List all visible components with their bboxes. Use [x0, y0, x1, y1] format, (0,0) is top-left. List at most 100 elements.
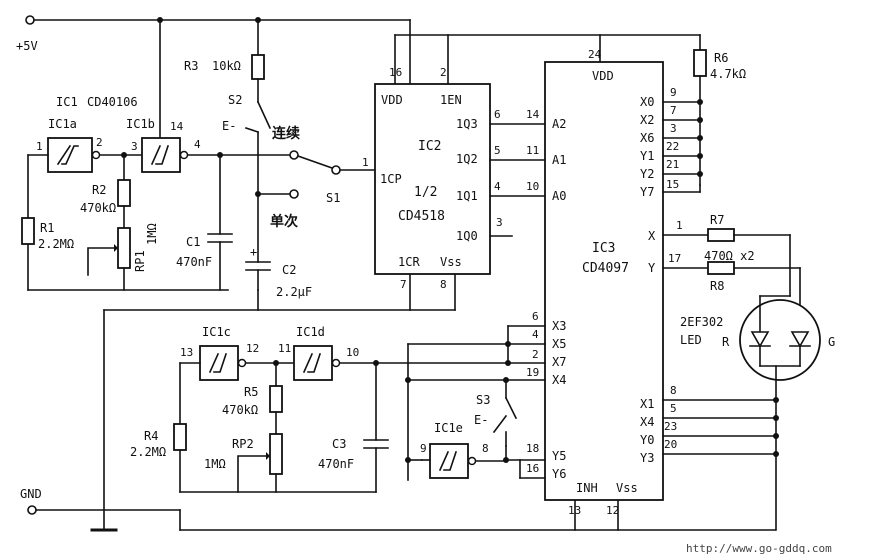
pin-ic3-8: 8 — [670, 384, 677, 397]
led-type: LED — [680, 333, 702, 347]
ic1d-gate — [293, 345, 341, 381]
pin-ic3-9: 9 — [670, 86, 677, 99]
pin-ic1c-out: 12 — [246, 342, 259, 355]
pin-ic1b-in: 3 — [131, 140, 138, 153]
r3-ref: R3 — [184, 59, 198, 73]
c2-ref: C2 — [282, 263, 296, 277]
r5-value: 470kΩ — [222, 403, 258, 417]
pin-ic3-2: 2 — [532, 348, 539, 361]
ic2-q0: 1Q0 — [456, 229, 478, 243]
ic3-x: X — [648, 229, 656, 243]
r5-resistor — [269, 362, 283, 435]
ic3-x4b: X4 — [640, 415, 654, 429]
ic2-vss: Vss — [440, 255, 462, 269]
s3-switch[interactable] — [504, 396, 518, 420]
ic1c-label: IC1c — [202, 325, 231, 339]
s1-label: S1 — [326, 191, 340, 205]
ic1a-gate — [47, 137, 101, 173]
ic3-x6: X6 — [640, 131, 654, 145]
led-g-label: G — [828, 335, 835, 349]
pin-ic1b-vdd: 14 — [170, 120, 184, 133]
pin-ic3-10: 10 — [526, 180, 539, 193]
s2-e-label: E- — [222, 119, 236, 133]
ic3-y: Y — [648, 261, 656, 275]
watermark-url: http://www.go-gddq.com — [686, 542, 832, 555]
rp1-value: 1MΩ — [145, 223, 159, 245]
ic1b-label: IC1b — [126, 117, 155, 131]
pin-ic1c-in: 13 — [180, 346, 193, 359]
pin-ic2-7: 7 — [400, 278, 407, 291]
ground-rail — [27, 274, 776, 532]
ic1-part: CD40106 — [87, 95, 138, 109]
pin-ic3-4: 4 — [532, 328, 539, 341]
led-part: 2EF302 — [680, 315, 723, 329]
ic3-left-lower-wiring — [405, 325, 546, 481]
pin-ic3-13: 13 — [568, 504, 581, 517]
pin-ic3-12: 12 — [606, 504, 619, 517]
pin-ic3-1: 1 — [676, 219, 683, 232]
ic1b-gate — [141, 137, 189, 173]
ic3-a0: A0 — [552, 189, 566, 203]
c2-capacitor — [245, 261, 271, 311]
r1-value: 2.2MΩ — [38, 237, 74, 251]
ic3-y1: Y1 — [640, 149, 654, 163]
c1-ref: C1 — [186, 235, 200, 249]
c1-capacitor — [207, 154, 233, 291]
pin-ic3-3: 3 — [670, 122, 677, 135]
ic1e-label: IC1e — [434, 421, 463, 435]
c3-capacitor — [363, 362, 389, 493]
pin-ic3-19: 19 — [526, 366, 539, 379]
rp1-potentiometer — [87, 227, 131, 291]
rp2-value: 1MΩ — [204, 457, 226, 471]
pin-ic3-5: 5 — [670, 402, 677, 415]
ic3-x1: X1 — [640, 397, 654, 411]
ic2-cp: 1CP — [380, 172, 402, 186]
ic2-ref: IC2 — [418, 139, 441, 154]
ic1d-label: IC1d — [296, 325, 325, 339]
s2-switch[interactable] — [244, 100, 272, 263]
pin-ic2-6: 6 — [494, 108, 501, 121]
r6-value: 4.7kΩ — [710, 67, 746, 81]
pin-ic3-18: 18 — [526, 442, 539, 455]
s1-switch[interactable] — [255, 150, 376, 199]
pin-ic2-8: 8 — [440, 278, 447, 291]
pin-ic3-6: 6 — [532, 310, 539, 323]
r3-value: 10kΩ — [212, 59, 241, 73]
pin-ic3-21: 21 — [666, 158, 679, 171]
ic3-vss: Vss — [616, 481, 638, 495]
ic3-y7: Y7 — [640, 185, 654, 199]
pin-ic2-16: 16 — [389, 66, 402, 79]
c3-value: 470nF — [318, 457, 354, 471]
r7-resistor — [662, 228, 791, 242]
pin-ic2-1: 1 — [362, 156, 369, 169]
c2-plus: + — [250, 245, 257, 259]
ic1c-gate — [199, 345, 247, 381]
ic3-part: CD4097 — [582, 261, 629, 276]
c1-value: 470nF — [176, 255, 212, 269]
r8-resistor — [662, 261, 801, 333]
pin-ic1e-out: 8 — [482, 442, 489, 455]
pin-ic2-2: 2 — [440, 66, 447, 79]
r7-ref: R7 — [710, 213, 724, 227]
r2-ref: R2 — [92, 183, 106, 197]
ic3-y2: Y2 — [640, 167, 654, 181]
bottom-right-bus — [662, 397, 779, 457]
r4-resistor — [173, 423, 187, 451]
ic3-y3: Y3 — [640, 451, 654, 465]
ic3-inh: INH — [576, 481, 598, 495]
ic3-x3: X3 — [552, 319, 566, 333]
r3-resistor — [251, 54, 265, 103]
c2-value: 2.2μF — [276, 285, 312, 299]
pin-ic1a-out: 2 — [96, 136, 103, 149]
r8-ref: R8 — [710, 279, 724, 293]
ic3-x2: X2 — [640, 113, 654, 127]
s3-label: S3 — [476, 393, 490, 407]
led-2ef302 — [739, 234, 821, 531]
r4-ref: R4 — [144, 429, 158, 443]
pin-ic1a-in: 1 — [36, 140, 43, 153]
r6-pullup-network — [662, 49, 707, 193]
r2-resistor — [117, 154, 131, 229]
ic2-vdd: VDD — [381, 93, 403, 107]
r4-value: 2.2MΩ — [130, 445, 166, 459]
